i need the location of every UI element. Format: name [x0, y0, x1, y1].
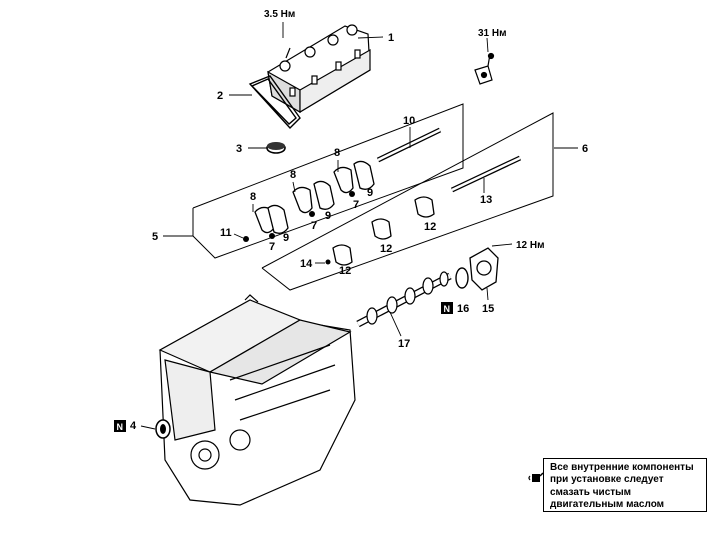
callout-16: 16 [457, 303, 469, 315]
callout-6: 6 [582, 143, 588, 155]
torque-bracket-bolt: 31 Нм [478, 28, 507, 39]
callout-12a: 12 [339, 265, 351, 277]
callout-7c: 7 [353, 199, 359, 211]
torque-cover-bolt: 3.5 Нм [264, 9, 295, 20]
engine-block [158, 294, 356, 506]
rocker-arms-exhaust [332, 196, 435, 266]
new-part-icon: N [441, 302, 453, 314]
callout-15: 15 [482, 303, 494, 315]
rocker-shaft-upper [376, 127, 442, 163]
note-line-1: Все внутренние компоненты [550, 462, 694, 473]
camshaft-housing [469, 247, 499, 291]
lubrication-note: Все внутренние компоненты при установке … [543, 458, 707, 512]
note-line-3: смазать чистым [550, 486, 632, 498]
callout-14: 14 [300, 258, 313, 270]
torque-housing-bolt: 12 Нм [516, 240, 545, 251]
callout-9c: 9 [367, 187, 373, 199]
rocker-assembly-outline-right [261, 112, 554, 291]
valve-cover [267, 24, 371, 114]
svg-text:N: N [444, 304, 451, 314]
callout-12b: 12 [380, 243, 392, 255]
callout-9b: 9 [325, 210, 331, 222]
svg-text:N: N [117, 422, 124, 432]
springs-and-pins [243, 191, 355, 265]
callout-3: 3 [236, 143, 242, 155]
callout-5: 5 [152, 231, 158, 243]
callout-8c: 8 [334, 147, 340, 159]
callout-9a: 9 [283, 232, 289, 244]
note-line-2: при установке следует [550, 474, 664, 486]
o-ring [455, 267, 469, 289]
callout-11: 11 [220, 227, 232, 239]
callout-13: 13 [480, 194, 492, 206]
rocker-arms [254, 160, 375, 234]
callout-12c: 12 [424, 221, 436, 233]
callout-8a: 8 [250, 191, 256, 203]
oil-can-icon [528, 472, 544, 482]
callout-2: 2 [217, 90, 223, 102]
camshaft [356, 271, 452, 328]
note-line-4: двигательным маслом [550, 499, 665, 511]
rocker-shaft-lower [450, 155, 522, 193]
callout-1: 1 [388, 32, 394, 44]
callout-4: 4 [130, 420, 137, 432]
callout-7a: 7 [269, 241, 275, 253]
new-part-icon: N [114, 420, 126, 432]
callout-7b: 7 [311, 220, 317, 232]
bracket [474, 52, 495, 85]
callout-17: 17 [398, 338, 410, 350]
rocker-assembly-outline-left [192, 103, 464, 259]
callout-8b: 8 [290, 169, 296, 181]
callout-10: 10 [403, 115, 415, 127]
leader-lines [140, 22, 578, 430]
valve-cover-gasket [248, 75, 301, 130]
